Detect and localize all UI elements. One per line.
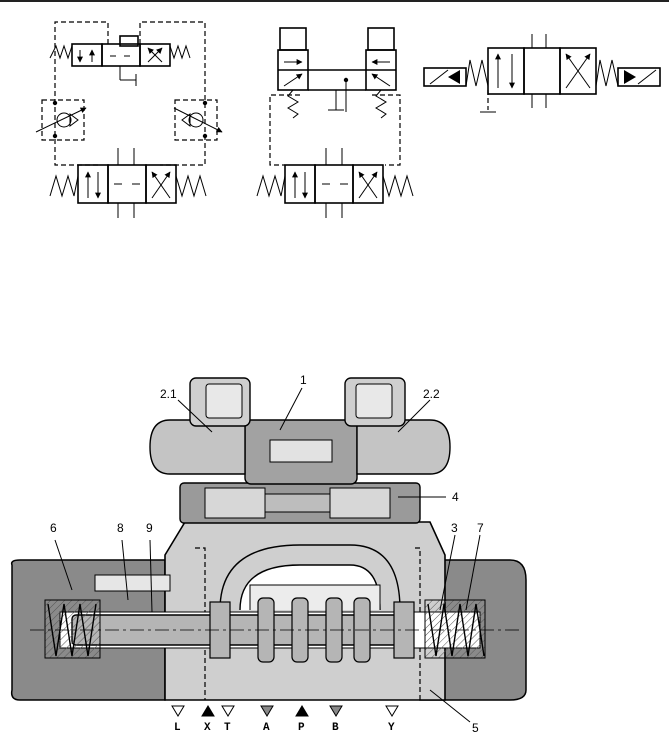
schematic-left — [36, 22, 222, 218]
port-label-l: L — [174, 722, 181, 734]
port-label-x: X — [204, 722, 211, 734]
schematic-right — [424, 34, 660, 112]
schematic-middle — [257, 28, 413, 218]
callout-6: 6 — [50, 521, 57, 535]
callout-2-1: 2.1 — [160, 387, 177, 401]
port-label-y: Y — [388, 722, 395, 734]
port-label-p: P — [298, 722, 305, 734]
callout-8: 8 — [117, 521, 124, 535]
callout-3: 3 — [451, 521, 458, 535]
callout-7: 7 — [477, 521, 484, 535]
callout-4: 4 — [452, 490, 459, 504]
callout-1: 1 — [300, 373, 307, 387]
callout-2-2: 2.2 — [423, 387, 440, 401]
port-label-a: A — [263, 722, 270, 734]
callout-9: 9 — [146, 521, 153, 535]
callout-5: 5 — [472, 721, 479, 735]
port-label-t: T — [224, 722, 231, 734]
valve-cutaway — [12, 378, 526, 722]
port-label-b: B — [332, 722, 339, 734]
